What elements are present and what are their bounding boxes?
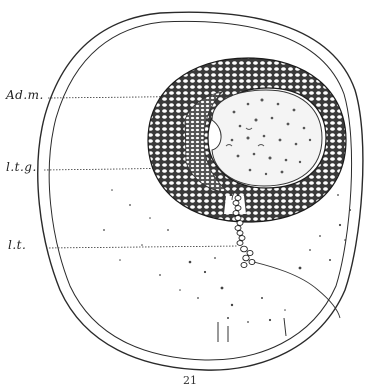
central-body: [212, 90, 322, 186]
label-l-t-g: l.t.g.: [6, 160, 37, 174]
label-ad-m: Ad.m.: [6, 88, 44, 102]
label-l-t: l.t.: [8, 238, 26, 252]
figure-number: 21: [183, 374, 197, 387]
filament: [254, 262, 340, 318]
bottom-ticks: [218, 318, 286, 342]
